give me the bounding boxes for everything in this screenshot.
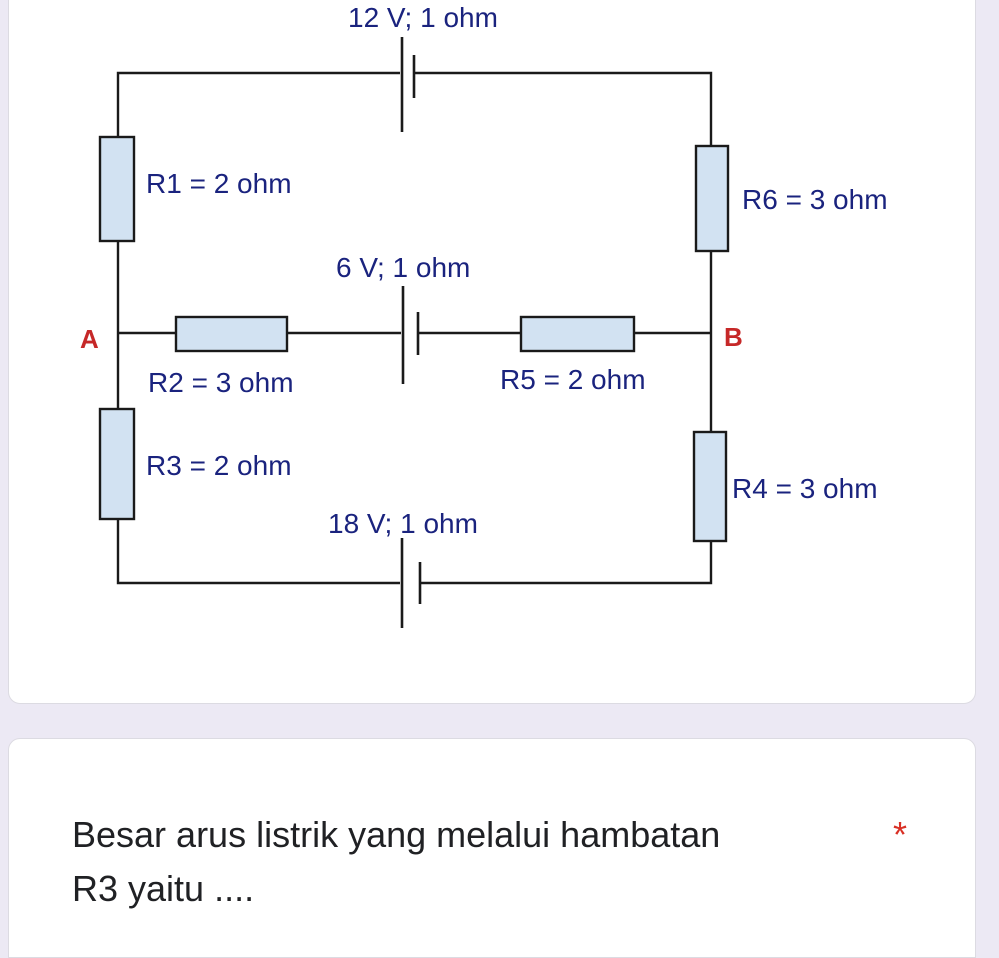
resistor-r2: [174, 315, 289, 353]
resistor-r5: [519, 315, 636, 353]
circuit-diagram: 12 V; 1 ohm 6 V; 1 ohm 18 V; 1 ohm R1 = …: [80, 2, 888, 628]
circuit-image-card: [8, 0, 976, 704]
resistor-r1: [98, 135, 136, 243]
question-text: Besar arus listrik yang melalui hambatan…: [72, 814, 721, 909]
wire-top: [116, 71, 400, 137]
battery-middle-label: 6 V; 1 ohm: [336, 252, 470, 283]
node-b-label: B: [724, 322, 743, 352]
r1-label: R1 = 2 ohm: [146, 168, 292, 199]
question-card: [8, 738, 976, 958]
required-marker: *: [893, 814, 908, 855]
r2-label: R2 = 3 ohm: [148, 367, 294, 398]
resistor-r4: [692, 430, 728, 543]
battery-bottom-label: 18 V; 1 ohm: [328, 508, 478, 539]
battery-top-label: 12 V; 1 ohm: [348, 2, 498, 33]
wire-right-lower: [420, 541, 713, 585]
r5-label: R5 = 2 ohm: [500, 364, 646, 395]
r6-label: R6 = 3 ohm: [742, 184, 888, 215]
resistor-r3: [98, 407, 136, 521]
node-a-label: A: [80, 324, 99, 354]
resistor-r6: [694, 144, 730, 253]
wire-top-right: [414, 71, 713, 146]
r3-label: R3 = 2 ohm: [146, 450, 292, 481]
r4-label: R4 = 3 ohm: [732, 473, 878, 504]
wire-left-lower: [116, 519, 400, 585]
